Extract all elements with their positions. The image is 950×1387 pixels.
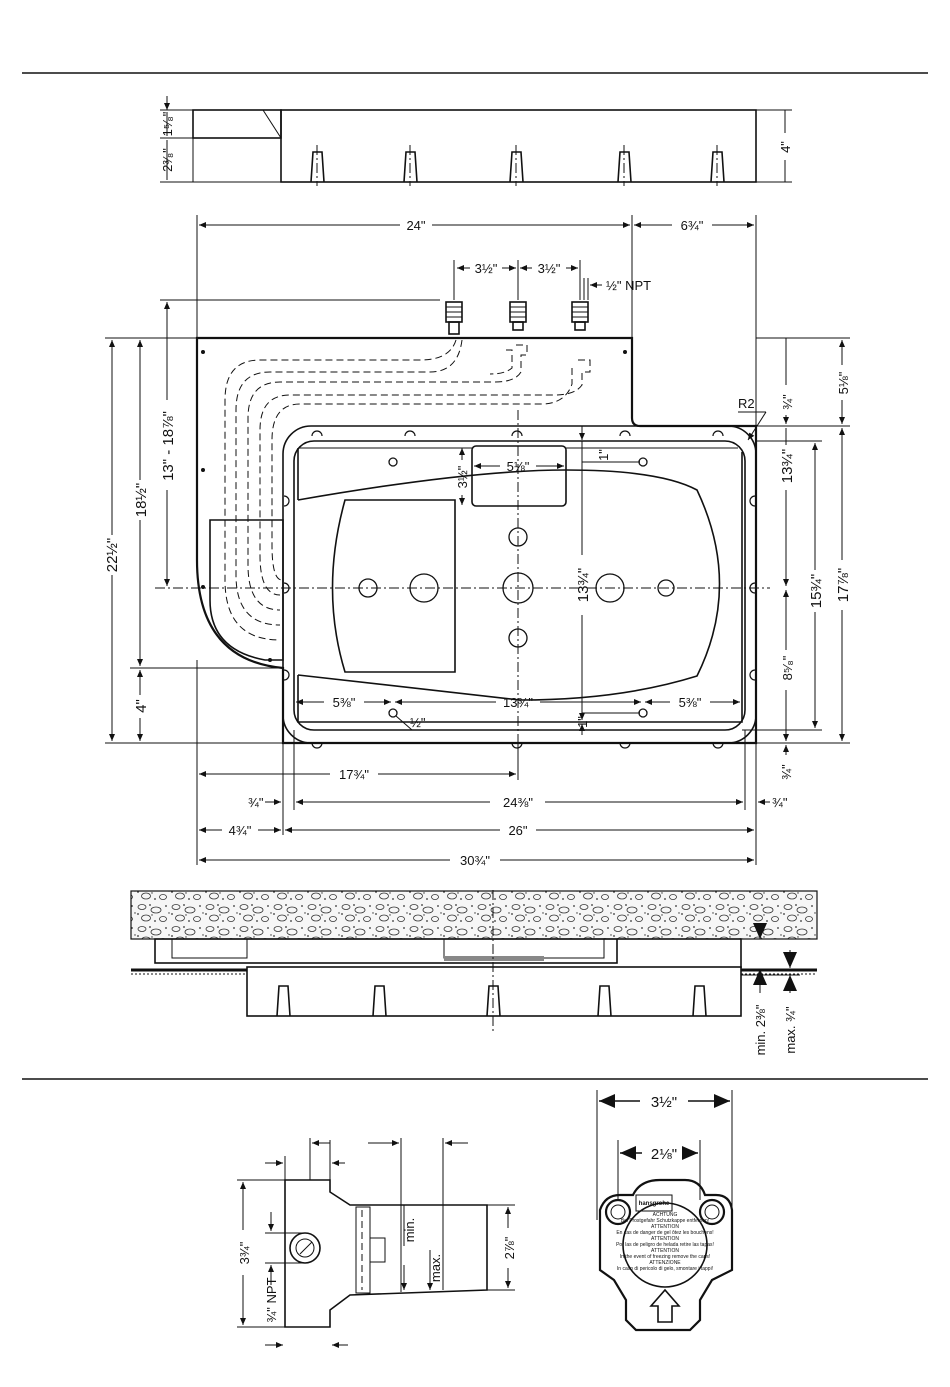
- dim-npt-3-4: ¾" NPT: [264, 1277, 279, 1322]
- dim-22-1-2: 22½": [104, 538, 121, 573]
- dim-13-3-4-bottom: 13¾": [503, 695, 533, 710]
- dim-3-4-right: ¾": [772, 795, 788, 810]
- dim-3-3-4: 3¾": [237, 1241, 252, 1264]
- valve-front-view: hansgrohe ACHTUNG Bei Frostgefahr Schutz…: [596, 1090, 734, 1332]
- radius-label: R2: [738, 396, 755, 411]
- warn-line-9: In caso di pericolo di gelo, smontare i …: [617, 1266, 713, 1272]
- dim-8-5-8: 8⁵⁄₈": [780, 655, 795, 680]
- dim-max-3-4: max. ¾": [783, 1006, 798, 1054]
- dim-3-4-bottom: ¾": [779, 764, 794, 780]
- dim-3-4-left: ¾": [248, 795, 264, 810]
- concrete-slab: [130, 890, 818, 940]
- dim-1-2: ½": [410, 715, 426, 730]
- warn-line-7: In the event of freezing remove the caps…: [620, 1254, 711, 1260]
- dim-18-1-2: 18½": [133, 483, 150, 518]
- label-max: max.: [428, 1254, 443, 1282]
- valve-warning-text: ACHTUNG Bei Frostgefahr Schutzkappe entf…: [616, 1212, 714, 1272]
- dim-24: 24": [406, 218, 425, 233]
- dim-2-7-8: 2⅞": [502, 1236, 517, 1259]
- dim-1-5-8: 1⁵⁄₈": [160, 111, 175, 136]
- dim-30-3-4: 30¾": [460, 853, 490, 868]
- warn-line-2: ATTENTION: [651, 1224, 679, 1230]
- dim-3-1-2-valve: 3½": [651, 1094, 677, 1111]
- dim-13-3-4-inner: 13¾": [575, 568, 592, 603]
- dim-3-1-2-a: 3½": [475, 261, 498, 276]
- dim-5-3-8-left: 5⅜": [333, 695, 356, 710]
- dim-2-3-8: 2³⁄₈": [160, 148, 175, 172]
- dim-17-7-8: 17⅞": [835, 568, 852, 603]
- dim-26: 26": [508, 823, 527, 838]
- dim-1-bottom: 1": [575, 716, 590, 728]
- dim-17-3-4: 17¾": [339, 767, 369, 782]
- dim-4-left: 4": [133, 699, 150, 713]
- valve-brand: hansgrohe: [639, 1201, 670, 1207]
- dim-3-1-2-v: 3½": [455, 465, 470, 488]
- dim-npt-1-2: ½" NPT: [606, 278, 651, 293]
- warn-line-6: ATTENTION: [651, 1248, 679, 1254]
- inlet-connectors: [445, 301, 589, 335]
- label-min: min.: [402, 1218, 417, 1243]
- dim-13-3-4-right: 13¾": [779, 449, 796, 484]
- dim-min-2-3-8: min. 2⅜": [753, 1004, 768, 1055]
- dim-5-1-8-head: 5⅛": [507, 459, 530, 474]
- side-view-top: 1⁵⁄₈" 2³⁄₈" 4": [160, 96, 793, 186]
- dim-6-3-4: 6¾": [681, 218, 704, 233]
- dim-15-3-4: 15¾": [808, 574, 825, 609]
- valve-side-view: 3¾" ¾" NPT 2⅞" min. max.: [237, 1138, 517, 1348]
- dim-13-18-7-8: 13" - 18⅞": [160, 411, 177, 481]
- warn-line-8: ATTENZIONE: [649, 1260, 681, 1266]
- dim-4: 4": [778, 141, 793, 153]
- installation-section: min. 2⅜" max. ¾": [130, 890, 818, 1055]
- warn-line-3: En cas de danger de gel ôtez les bouchon…: [616, 1230, 713, 1236]
- dim-5-3-8-right: 5⅜": [679, 695, 702, 710]
- dim-4-3-4: 4¾": [229, 823, 252, 838]
- feet-top: [310, 151, 725, 183]
- dim-3-4-top: ¾": [780, 394, 795, 410]
- dim-24-3-8: 24⅜": [503, 795, 533, 810]
- warn-line-0: ACHTUNG: [653, 1212, 678, 1218]
- dim-1-top: 1": [596, 449, 611, 461]
- plan-view: 24" 6¾" 3½" 3½" ½" NPT R2 22½" 18½": [104, 215, 852, 868]
- warn-line-5: Por las de peligro de helada retire las …: [616, 1242, 714, 1248]
- warn-line-4: ATTENTION: [651, 1236, 679, 1242]
- dim-3-1-2-b: 3½": [538, 261, 561, 276]
- dim-2-1-8: 2⅛": [651, 1146, 677, 1163]
- warn-line-1: Bei Frostgefahr Schutzkappe entfernen!: [621, 1218, 709, 1224]
- dim-5-1-8: 5⅛": [836, 371, 851, 394]
- flow-arrow-icon: [649, 1288, 681, 1323]
